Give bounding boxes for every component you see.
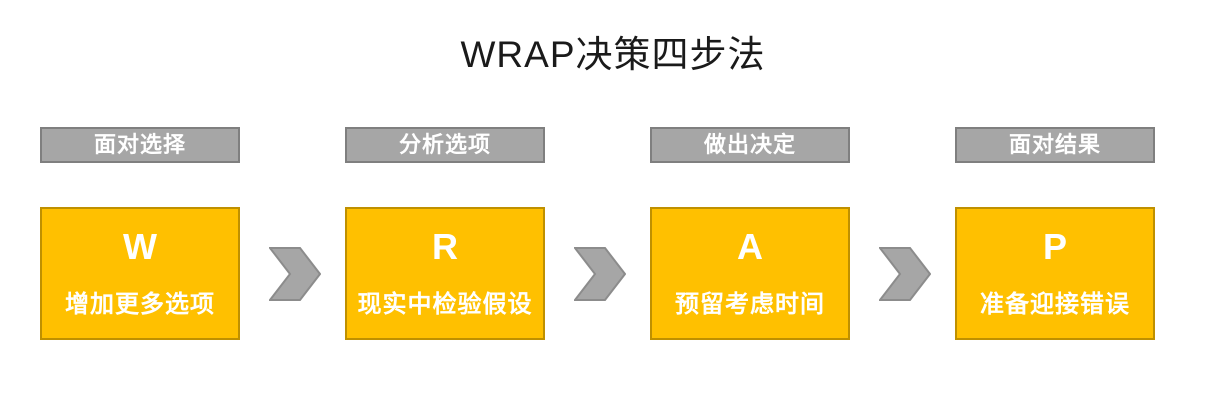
step-column-a: 做出决定 A 预留考虑时间 (650, 0, 850, 402)
step-letter-p: P (1042, 226, 1067, 267)
stage-header-1: 面对选择 (40, 127, 240, 163)
step-box-a: A 预留考虑时间 (650, 207, 850, 340)
chevron-right-icon (879, 247, 931, 301)
step-description-p: 准备迎接错误 (980, 291, 1130, 318)
stage-header-4: 面对结果 (955, 127, 1155, 163)
step-letter-r: R (432, 226, 458, 267)
diagram-title: WRAP决策四步法 (460, 34, 766, 75)
step-description-r: 现实中检验假设 (357, 291, 533, 318)
step-column-w: 面对选择 W 增加更多选项 (40, 0, 240, 402)
chevron-right-icon (269, 247, 321, 301)
step-letter-w: W (123, 226, 157, 267)
step-letter-a: A (737, 226, 763, 267)
step-box-r: R 现实中检验假设 (345, 207, 545, 340)
step-column-p: 面对结果 P 准备迎接错误 (955, 0, 1155, 402)
step-box-w: W 增加更多选项 (40, 207, 240, 340)
stage-header-3: 做出决定 (650, 127, 850, 163)
step-column-r: 分析选项 R 现实中检验假设 (345, 0, 545, 402)
chevron-right-icon (574, 247, 626, 301)
step-description-w: 增加更多选项 (65, 291, 215, 318)
step-box-p: P 准备迎接错误 (955, 207, 1155, 340)
step-description-a: 预留考虑时间 (675, 291, 825, 318)
stage-header-2: 分析选项 (345, 127, 545, 163)
